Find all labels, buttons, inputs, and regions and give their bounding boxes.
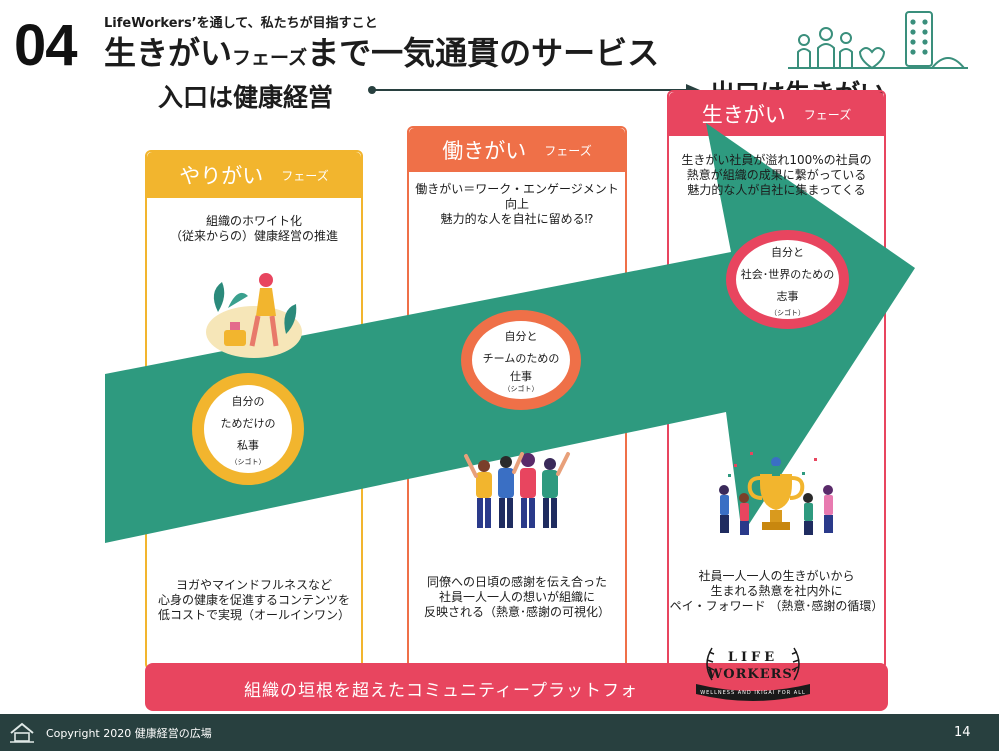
team-celebration-illustration-icon <box>464 452 570 528</box>
yarigai-circle-line: 私事 <box>237 439 259 452</box>
slide-title: 生きがいフェーズまで一気通貫のサービス <box>104 28 659 74</box>
ikigai-desc-line: 熱意が組織の成果に繋がっている <box>686 168 867 182</box>
yoga-woman-illustration-icon <box>206 273 302 358</box>
yarigai-footer-line: ヨガやマインドフルネスなど <box>175 578 332 592</box>
ikigai-circle-line: 社会･世界のための <box>740 267 835 281</box>
hatarakigai-header: 働きがい フェーズ <box>409 128 625 172</box>
ikigai-phase-suffix: フェーズ <box>803 107 852 122</box>
yarigai-circle: 自分の ためだけの 私事 （シゴト） <box>192 373 304 485</box>
hatarakigai-circle-line: 自分と <box>504 330 538 343</box>
yarigai-footer-text: ヨガやマインドフルネスなど 心身の健康を促進するコンテンツを 低コストで実現（オ… <box>145 578 363 623</box>
logo-line-2: WORKERS’ <box>707 667 799 682</box>
yarigai-column: やりがい フェーズ <box>145 150 363 670</box>
ikigai-description: 生きがい社員が溢れ100%の社員の 熱意が組織の成果に繋がっている 魅力的な人が… <box>667 153 886 198</box>
ikigai-footer-line: ペイ・フォワード （熱意･感謝の循環） <box>669 599 884 613</box>
hatarakigai-desc-line: 向上 <box>504 197 529 211</box>
ikigai-header: 生きがい フェーズ <box>669 92 884 136</box>
hatarakigai-circle-line: 仕事 <box>510 370 532 383</box>
page-number: 14 <box>954 725 971 740</box>
title-part-3: まで一気通貫のサービス <box>307 34 660 72</box>
ikigai-phase-label: 生きがい <box>701 103 786 127</box>
trophy-celebration-illustration-icon <box>719 452 833 535</box>
community-platform-text: 組織の垣根を超えたコミュニティープラットフォ <box>244 681 638 701</box>
yarigai-circle-line: 自分の <box>231 395 265 408</box>
ikigai-circle-line: 自分と <box>771 245 804 259</box>
hatarakigai-footer-line: 同僚への日頃の感謝を伝え合った <box>426 575 607 589</box>
yarigai-desc-line: （従来からの）健康経営の推進 <box>169 229 338 243</box>
slide-subtitle: LifeWorkers’を通して、私たちが目指すこと <box>104 16 378 31</box>
yarigai-phase-label: やりがい <box>179 164 264 188</box>
yarigai-footer-line: 心身の健康を促進するコンテンツを <box>157 593 350 607</box>
hatarakigai-phase-label: 働きがい <box>442 139 527 163</box>
yarigai-circle-reading: （シゴト） <box>230 458 266 466</box>
copyright-text: Copyright 2020 健康経営の広場 <box>46 727 212 740</box>
house-logo-icon <box>10 722 34 743</box>
yarigai-description: 組織のホワイト化 （従来からの）健康経営の推進 <box>145 214 363 244</box>
hatarakigai-footer-text: 同僚への日頃の感謝を伝え合った 社員一人一人の想いが組織に 反映される（熱意･感… <box>407 575 627 620</box>
people-building-illustration-icon <box>788 11 968 70</box>
logo-line-1: LIFE <box>728 650 778 665</box>
title-part-1: 生きがい <box>104 34 233 72</box>
ikigai-footer-line: 社員一人一人の生きがいから <box>698 569 855 583</box>
ikigai-footer-line: 生まれる熱意を社内外に <box>710 584 843 598</box>
yarigai-header: やりがい フェーズ <box>147 152 361 198</box>
hatarakigai-desc-line: 働きがい＝ワーク・エンゲージメント <box>415 182 619 196</box>
ikigai-circle-line: 志事 <box>776 289 799 303</box>
hatarakigai-phase-suffix: フェーズ <box>544 143 592 158</box>
hatarakigai-circle: 自分と チームのための 仕事 （シゴト） <box>461 310 581 410</box>
entrance-label: 入口は健康経営 <box>158 83 334 112</box>
yarigai-desc-line: 組織のホワイト化 <box>205 214 302 228</box>
yarigai-circle-line: ためだけの <box>220 417 276 430</box>
ikigai-circle-reading: （シゴト） <box>770 308 805 317</box>
ikigai-footer-text: 社員一人一人の生きがいから 生まれる熱意を社内外に ペイ・フォワード （熱意･感… <box>667 569 886 614</box>
ikigai-desc-line: 魅力的な人が自社に集まってくる <box>687 183 866 197</box>
slide-footer <box>0 714 999 751</box>
section-number: 04 <box>14 13 78 78</box>
yarigai-footer-line: 低コストで実現（オールインワン） <box>157 608 350 622</box>
hatarakigai-footer-line: 反映される（熱意･感謝の可視化） <box>423 605 610 619</box>
hatarakigai-circle-reading: （シゴト） <box>503 385 539 393</box>
ikigai-desc-line: 生きがい社員が溢れ100%の社員の <box>681 153 872 167</box>
hatarakigai-footer-line: 社員一人一人の想いが組織に <box>438 590 595 604</box>
hatarakigai-desc-line: 魅力的な人を自社に留める⁉︎ <box>440 212 594 226</box>
logo-tagline: WELLNESS AND IKIGAI FOR ALL <box>700 690 806 696</box>
hatarakigai-description: 働きがい＝ワーク・エンゲージメント 向上 魅力的な人を自社に留める⁉︎ <box>407 182 627 227</box>
yarigai-phase-suffix: フェーズ <box>281 168 329 183</box>
community-platform-banner <box>145 663 888 711</box>
title-part-2: フェーズ <box>232 47 308 69</box>
ikigai-circle: 自分と 社会･世界のための 志事 （シゴト） <box>726 230 849 329</box>
lifeworkers-logo: LIFE WORKERS’ WELLNESS AND IKIGAI FOR AL… <box>696 647 810 701</box>
hatarakigai-circle-line: チームのための <box>482 352 560 365</box>
